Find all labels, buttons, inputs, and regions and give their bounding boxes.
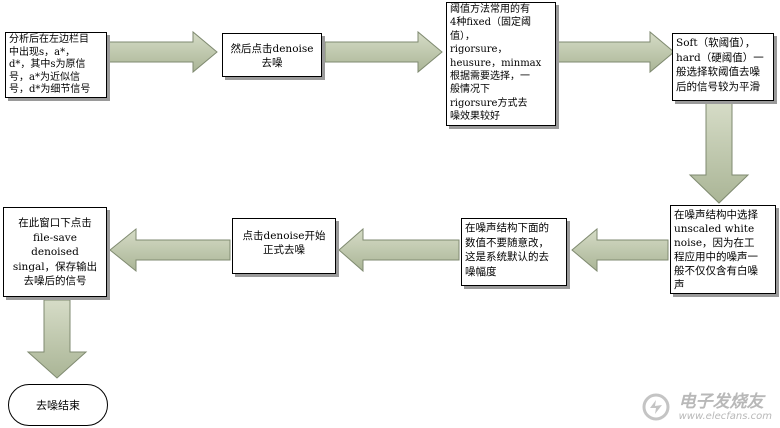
step-threshold-method: 阈值方法常用的有 4种fixed（固定阈 值）， rigorsure， heus… bbox=[446, 2, 556, 126]
arrow-left-1 bbox=[571, 227, 669, 273]
step-noise-structure: 在噪声结构中选择 unscaled white noise，因为在工 程应用中的… bbox=[670, 205, 776, 294]
step-click-denoise: 然后点击denoise 去噪 bbox=[222, 33, 322, 77]
arrow-right-3 bbox=[556, 30, 675, 74]
arrow-right-1 bbox=[107, 30, 218, 74]
step-soft-hard: Soft（软阈值）， hard（硬阈值）一 般选择软阈值去噪 后的信号较为平滑 bbox=[672, 33, 774, 101]
elecfans-logo-icon bbox=[642, 393, 670, 421]
arrow-right-2 bbox=[324, 30, 443, 74]
end-terminal: 去噪结束 bbox=[8, 384, 108, 426]
arrow-left-3 bbox=[109, 227, 231, 273]
watermark-url: www.elecfans.com bbox=[678, 410, 772, 422]
arrow-left-2 bbox=[338, 227, 460, 273]
step-start-denoise: 点击denoise开始 正式去噪 bbox=[232, 218, 336, 274]
arrow-down-1 bbox=[688, 102, 750, 204]
arrow-down-2 bbox=[26, 299, 88, 379]
step-keep-defaults: 在噪声结构下面的 数值不要随意改， 这是系统默认的去 噪幅度 bbox=[461, 218, 567, 286]
step-save-output: 在此窗口下点击 file-save denoised singal，保存输出 去… bbox=[3, 207, 107, 297]
step-analyze: 分析后在左边栏目 中出现s，a*， d*，其中s为原信 号，a*为近似信 号，d… bbox=[5, 32, 107, 98]
watermark-title: 电子发烧友 bbox=[678, 391, 764, 412]
watermark: 电子发烧友 www.elecfans.com bbox=[641, 392, 772, 422]
